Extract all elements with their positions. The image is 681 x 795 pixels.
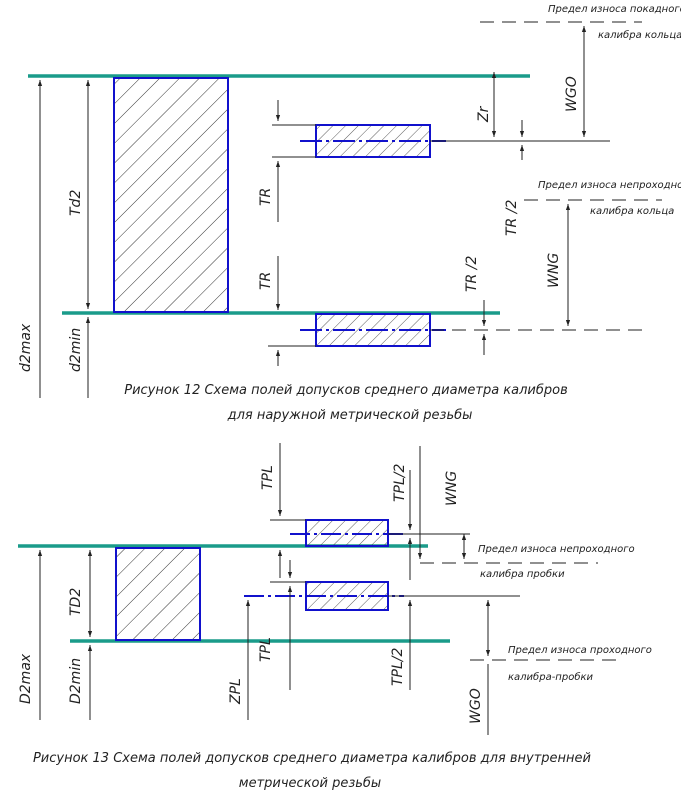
fig13-wgo-label: WGO (468, 688, 484, 724)
fig12-tr-upper-label: TR (258, 188, 274, 206)
fig13-tpl-half-top-label: TPL/2 (392, 463, 408, 502)
fig13-TD2-label: TD2 (68, 588, 84, 616)
fig12-tr-lower-label: TR (258, 272, 274, 290)
fig13-D2min-label: D2min (68, 658, 84, 704)
fig12-wgo-label: WGO (564, 76, 580, 112)
thread-tolerance-field (113, 77, 229, 313)
fig12-go-wear-label-1: Предел износа покадного (548, 4, 681, 15)
fig13-zpl-label: ZPL (228, 678, 244, 705)
fig12-d2max-label: d2max (18, 323, 34, 372)
fig13-nogo-wear-label-2: калибра пробки (480, 568, 565, 580)
fig13-caption-line2: метрической резьбы (239, 776, 381, 791)
figure-12 (28, 21, 662, 398)
fig12-caption-line2: для наружной метрической резьбы (227, 408, 473, 423)
fig12-nogo-wear-label-2: калибра кольца (590, 205, 674, 217)
fig13-D2max-label: D2max (18, 653, 34, 704)
fig13-wng-label: WNG (444, 471, 460, 506)
fig13-go-wear-label-2: калибра-пробки (508, 671, 594, 683)
fig13-caption-line1: Рисунок 13 Схема полей допусков среднего… (33, 751, 591, 766)
fig12-go-wear-label-2: калибра кольца (598, 29, 681, 41)
fig13-tpl-mid-label: TPL (258, 637, 274, 662)
fig13-tpl-top-label: TPL (260, 465, 276, 490)
fig12-wng-label: WNG (546, 253, 562, 288)
fig12-tr-half-upper-label: TR /2 (504, 200, 520, 236)
fig12-td2-label: Td2 (68, 190, 84, 216)
fig13-tpl-half-bottom-label: TPL/2 (390, 647, 406, 686)
nut-tolerance-field (115, 547, 201, 641)
fig12-tr-half-lower-label: TR /2 (464, 256, 480, 292)
fig12-d2min-label: d2min (68, 328, 84, 372)
figure-13 (18, 443, 620, 735)
fig13-go-wear-label-1: Предел износа проходного (508, 645, 652, 656)
fig12-caption-line1: Рисунок 12 Схема полей допусков среднего… (124, 383, 568, 398)
fig12-nogo-wear-label-1: Предел износа непроходного (538, 180, 681, 191)
fig12-zr-label: Zr (476, 105, 492, 123)
fig13-nogo-wear-label-1: Предел износа непроходного (478, 544, 635, 555)
